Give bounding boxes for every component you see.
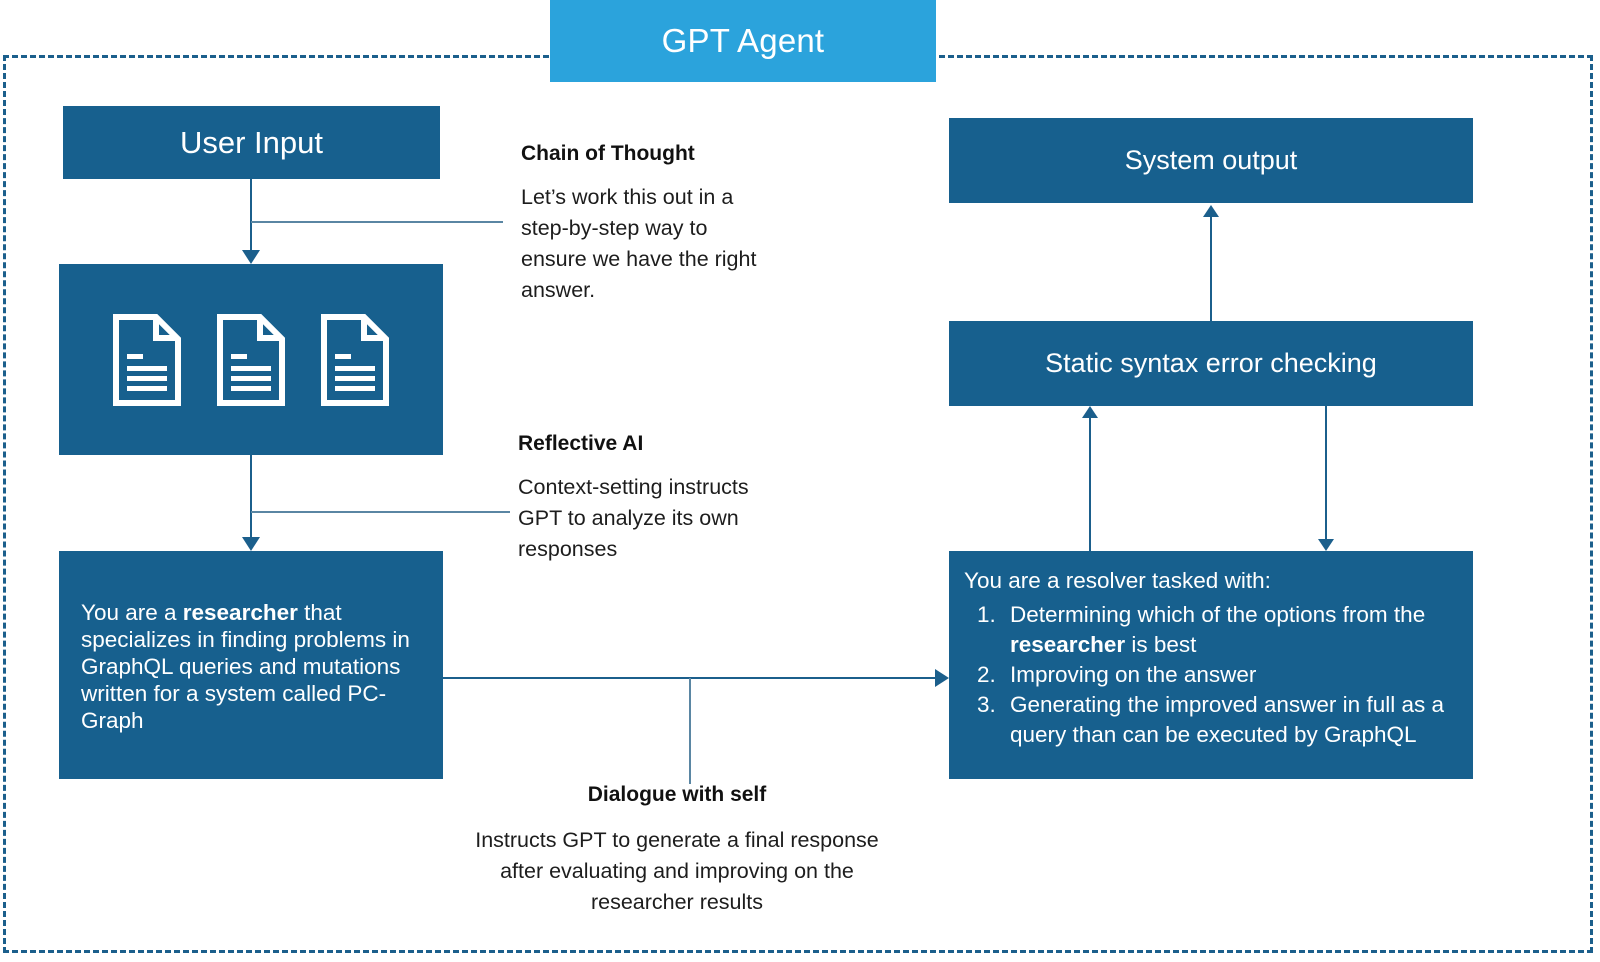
document-icon [321, 313, 389, 406]
resolver-task-item: Determining which of the options from th… [1002, 600, 1455, 660]
node-user-input[interactable]: User Input [63, 106, 440, 179]
annotation-chain-of-thought-title: Chain of Thought [521, 142, 695, 165]
node-resolver-prompt[interactable]: You are a resolver tasked with: Determin… [949, 551, 1473, 779]
arrowhead-resolver-to-syntax-check [1082, 406, 1098, 418]
researcher-text-part1: You are a [81, 600, 183, 625]
gpt-agent-title-banner: GPT Agent [550, 0, 936, 82]
resolver-item-2-prefix: Improving on the answer [1010, 662, 1257, 687]
arrowhead-syntax-check-to-system-output [1203, 205, 1219, 217]
resolver-intro-text: You are a resolver tasked with: [964, 568, 1271, 593]
resolver-item-1-suffix: is best [1125, 632, 1197, 657]
arrowhead-user-input-to-documents [242, 250, 260, 264]
gpt-agent-title-text: GPT Agent [661, 22, 825, 59]
node-static-syntax-error-checking[interactable]: Static syntax error checking [949, 321, 1473, 406]
annotation-reflective-ai-body: Context-setting instructs GPT to analyze… [518, 475, 749, 561]
annotation-chain-of-thought: Chain of Thought Let’s work this out in … [521, 142, 767, 306]
annotation-reflective-ai: Reflective AI Context-setting instructs … [518, 432, 764, 565]
resolver-item-1-prefix: Determining which of the options from th… [1010, 602, 1426, 627]
node-user-input-label: User Input [179, 124, 323, 160]
resolver-task-item: Generating the improved answer in full a… [1002, 690, 1455, 750]
connector-user-input-to-documents [250, 179, 252, 251]
node-system-output-label: System output [1124, 145, 1298, 175]
arrowhead-syntax-check-to-resolver [1318, 539, 1334, 551]
resolver-item-1-bold: researcher [1010, 632, 1126, 657]
node-user-documents[interactable] [59, 264, 443, 455]
arrowhead-researcher-to-resolver [935, 669, 949, 687]
resolver-task-list: Determining which of the options from th… [964, 600, 1455, 750]
document-icon [217, 313, 285, 406]
researcher-text-part2: that specializes in finding problems in … [81, 600, 410, 733]
annotation-chain-of-thought-body: Let’s work this out in a step-by-step wa… [521, 185, 757, 302]
annotation-dialogue-with-self-title: Dialogue with self [587, 783, 767, 806]
connector-syntax-check-to-resolver [1325, 406, 1327, 540]
node-system-output[interactable]: System output [949, 118, 1473, 203]
resolver-task-item: Improving on the answer [1002, 660, 1455, 690]
leader-line-reflective-ai [251, 511, 510, 513]
connector-syntax-check-to-system-output [1210, 216, 1212, 322]
connector-documents-to-researcher [250, 455, 252, 538]
document-icon-row [59, 264, 443, 455]
arrowhead-documents-to-researcher [242, 537, 260, 551]
leader-line-chain-of-thought [251, 221, 503, 223]
annotation-dialogue-with-self-body: Instructs GPT to generate a final respon… [475, 828, 879, 914]
node-syntax-check-label: Static syntax error checking [1045, 348, 1377, 378]
document-icon [113, 313, 181, 406]
resolver-item-3-prefix: Generating the improved answer in full a… [1010, 692, 1444, 747]
researcher-text-bold: researcher [182, 600, 298, 625]
node-researcher-prompt[interactable]: You are a researcher that specializes in… [59, 551, 443, 779]
annotation-dialogue-with-self: Dialogue with self Instructs GPT to gene… [472, 783, 882, 918]
annotation-reflective-ai-title: Reflective AI [518, 432, 644, 455]
connector-resolver-to-syntax-check [1089, 417, 1091, 553]
leader-line-dialogue-with-self [689, 678, 691, 784]
